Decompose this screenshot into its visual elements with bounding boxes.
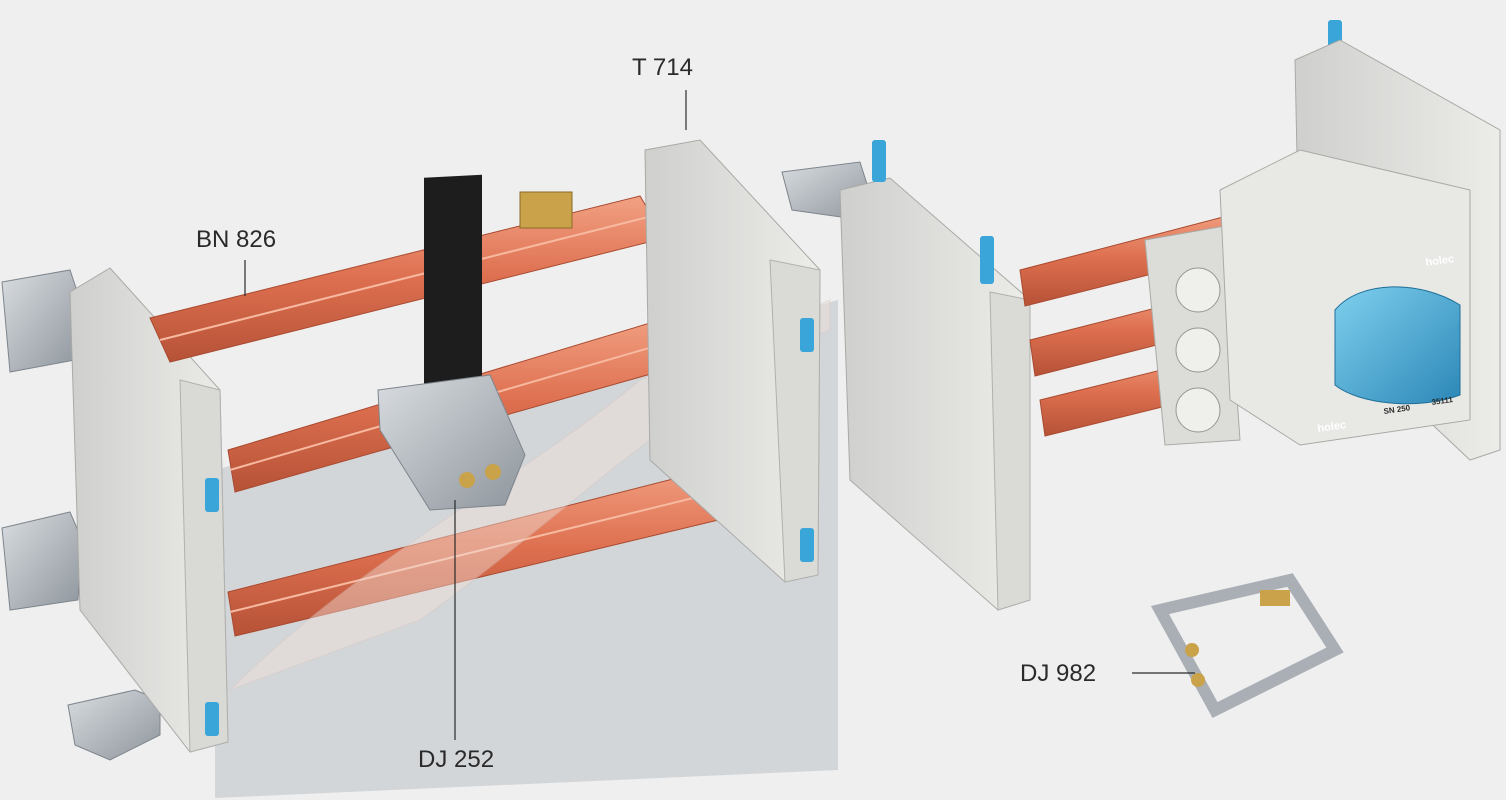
- right-end-plate: [839, 177, 1031, 611]
- left-end-plate: [69, 267, 229, 753]
- callout-dj252: DJ 252: [418, 746, 495, 773]
- top-busbar-clamp: [519, 191, 573, 229]
- brand-label-bottom: holec: [1317, 419, 1347, 435]
- brand-label-top: holec: [1425, 253, 1455, 269]
- dj252-terminal-clamp: [377, 174, 526, 511]
- callout-bn826: BN 826: [196, 226, 277, 253]
- model-label: SN 250: [1383, 403, 1411, 416]
- callout-t714: T 714: [632, 54, 693, 81]
- code-label: 35111: [1431, 395, 1454, 407]
- connector-block: [1144, 225, 1241, 446]
- callout-leader-lines: [244, 90, 1195, 740]
- dj982-frame-clamp: [1150, 573, 1344, 718]
- left-brackets: [1, 269, 161, 761]
- callout-dj982: DJ 982: [1020, 660, 1097, 687]
- insulator-pins: [205, 318, 814, 736]
- sn250-switch-unit: holec holec SN 250 35111: [1219, 149, 1471, 446]
